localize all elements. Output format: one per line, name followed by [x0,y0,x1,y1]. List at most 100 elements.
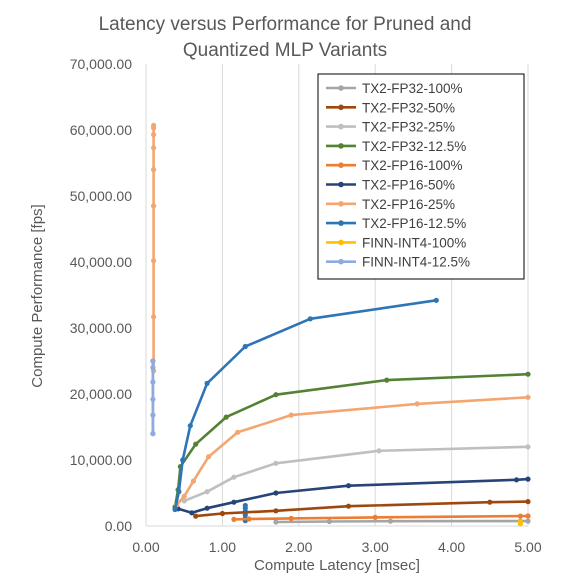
legend-label: TX2-FP32-12.5% [362,139,466,154]
data-point [307,316,313,322]
x-tick-label: 0.00 [132,539,159,555]
data-point [172,506,178,513]
data-point [273,508,279,514]
series-line [177,477,529,515]
data-point [525,476,531,482]
data-point [525,444,531,450]
data-point [372,514,378,521]
legend-label: TX2-FP16-25% [362,197,455,212]
data-point [517,513,524,519]
series-main-9 [150,358,156,437]
data-point [204,380,210,386]
legend-label: TX2-FP32-100% [362,81,463,96]
data-point [151,167,157,173]
series-main-7 [172,297,439,513]
data-point [176,489,182,495]
legend-marker [338,104,344,111]
data-point [151,145,157,151]
data-point [387,518,394,524]
legend-label: TX2-FP16-50% [362,178,455,193]
legend-marker [338,220,344,226]
legend-label: TX2-FP16-100% [362,158,463,173]
series-main-8 [517,519,524,527]
y-tick-label: 70,000.00 [70,56,132,72]
data-point [151,122,157,128]
data-point [231,516,237,523]
data-point [204,505,210,511]
data-point [189,510,195,516]
data-point [206,454,212,460]
data-point [273,392,279,398]
data-point [242,343,248,350]
series-line [175,396,529,506]
x-tick-label: 5.00 [514,539,541,555]
y-tick-label: 10,000.00 [70,452,132,468]
data-point [273,460,279,466]
series-main-6 [174,394,531,508]
data-point [193,441,199,447]
series-main-1 [193,499,531,519]
legend-label: TX2-FP32-25% [362,120,455,135]
data-point [487,499,493,505]
data-point [180,457,186,463]
legend-marker [338,239,344,246]
legend: TX2-FP32-100%TX2-FP32-50%TX2-FP32-25%TX2… [317,73,525,280]
legend-marker [338,85,344,91]
data-point [151,132,157,138]
legend-label: FINN-INT4-100% [362,235,466,250]
series-line [275,519,528,524]
data-point [345,503,352,509]
y-tick-label: 50,000.00 [70,188,132,204]
y-tick-label: 0.00 [105,518,132,534]
x-ticks: 0.00 1.00 2.00 3.00 4.00 5.00 [132,539,541,555]
data-point [288,412,294,418]
legend-label: TX2-FP16-12.5% [362,216,466,231]
legend-marker [338,162,344,168]
chart-title-line-2: Quantized MLP Variants [183,40,387,61]
data-point [384,377,390,383]
data-point [231,474,237,480]
data-point [525,371,531,377]
x-tick-label: 4.00 [438,539,465,555]
data-point [326,518,332,525]
data-point [246,516,252,522]
y-tick-label: 30,000.00 [70,320,132,336]
data-point [219,510,225,517]
x-axis-label: Compute Latency [msec] [254,557,420,574]
data-point [513,477,520,483]
series-group [150,122,531,527]
legend-marker [338,123,344,130]
data-point [187,423,193,429]
x-tick-label: 3.00 [362,539,389,555]
data-point [525,513,531,519]
data-point [242,502,248,509]
series-extra-0 [151,122,157,374]
legend-marker [338,258,344,265]
y-ticks: 0.0010,000.0020,000.0030,000.0040,000.00… [70,56,133,534]
data-point [273,490,279,496]
data-point [231,499,237,505]
data-point [193,513,199,519]
legend-marker [338,201,344,207]
series-line [195,500,529,518]
data-point [150,431,156,437]
series-main-5 [175,476,531,516]
data-point [517,519,524,525]
y-tick-label: 40,000.00 [70,254,132,270]
series-line [233,514,529,521]
data-point [273,519,279,525]
x-tick-label: 2.00 [285,539,312,555]
data-point [204,489,210,495]
legend-label: FINN-INT4-12.5% [362,255,470,270]
x-tick-label: 1.00 [209,539,236,555]
y-axis-label: Compute Performance [fps] [29,204,46,387]
data-point [151,203,157,209]
data-point [223,414,229,420]
series-main-4 [231,513,531,523]
data-point [288,515,294,522]
data-point [376,448,382,454]
legend-marker [338,181,344,188]
series-main-2 [181,444,531,504]
series-line [173,299,437,510]
